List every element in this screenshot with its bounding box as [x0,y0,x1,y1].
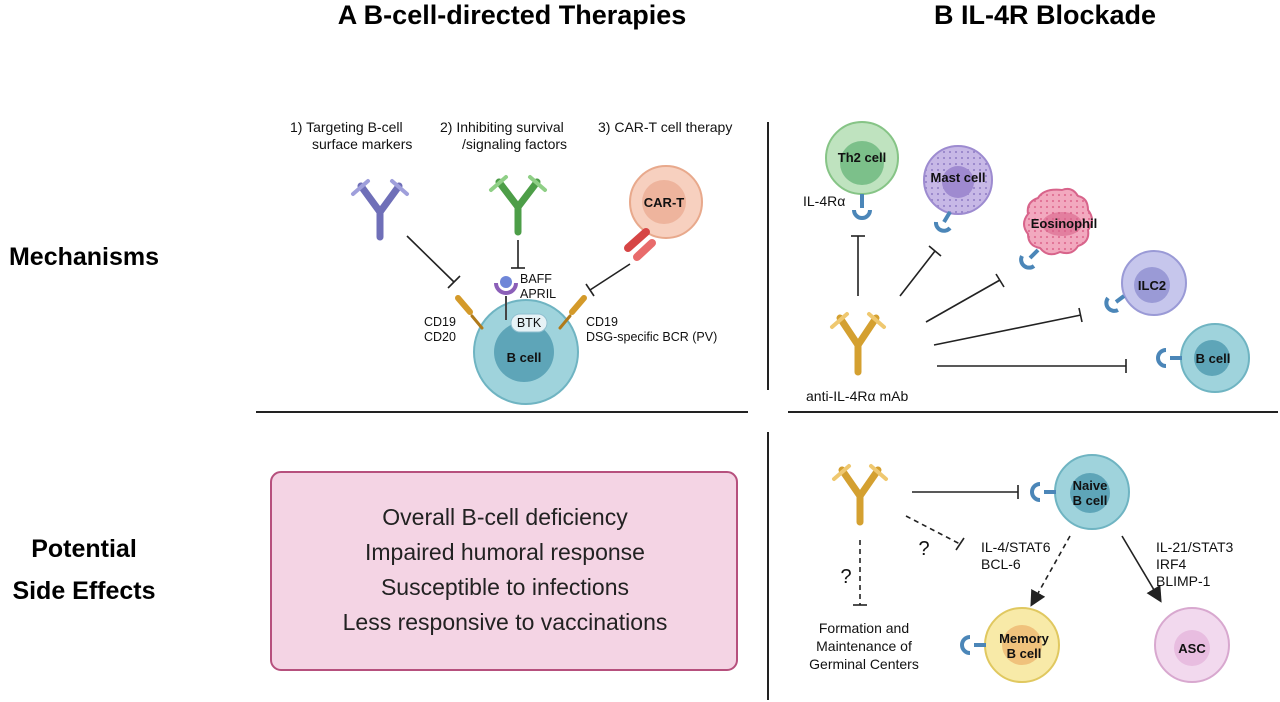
side-effect-item: Less responsive to vaccinations [343,609,668,635]
car-receptor-icon [624,228,656,261]
th2-cell-label: Th2 cell [838,150,886,165]
anti-il4ra-antibody-icon-bottom [832,464,888,526]
question-mark-2: ? [840,566,851,588]
eosinophil-cell: Eosinophil [1019,187,1097,270]
naive-b-cell-line2: B cell [1073,493,1108,508]
strategy-1-line2: surface markers [312,136,412,152]
strategy-2-line1: 2) Inhibiting survival [440,119,564,135]
car-t-cell: CAR-T [629,165,703,239]
dsg-bcr-label: DSG-specific BCR (PV) [586,330,717,344]
row-label-side-effects-line2: Side Effects [12,577,155,605]
bcl6-label: BCL-6 [981,556,1021,572]
asc-label: ASC [1178,641,1206,656]
il4r-receptor-icon [934,210,952,233]
mast-cell-label: Mast cell [931,170,986,185]
strategy-3-label: 3) CAR-T cell therapy [598,119,732,135]
panel-a-title: A B-cell-directed Therapies [338,0,687,30]
il4r-receptor-icon [1104,294,1126,313]
btk-label: BTK [517,316,542,330]
gc-label-line2: Maintenance of [816,638,912,654]
purple-antibody-icon [351,179,409,241]
pathway-lines-panel-b [853,485,1162,607]
panel-b-title: B IL-4R Blockade [934,0,1156,30]
car-t-label: CAR-T [644,195,684,210]
b-cell-label-b: B cell [1196,351,1231,366]
il4r-receptor-icon [1030,482,1056,502]
naive-b-cell-line1: Naive [1073,478,1108,493]
ilc2-cell: ILC2 [1104,250,1187,316]
baff-receptor-icon [494,276,518,320]
antibody-label: anti-IL-4Rα mAb [806,388,908,404]
cd19-right-label: CD19 [586,315,618,329]
mast-cell: Mast cell [923,145,993,233]
april-label: APRIL [520,287,556,301]
side-effect-item: Overall B-cell deficiency [382,504,628,530]
eosinophil-label: Eosinophil [1031,216,1097,231]
row-label-side-effects-line1: Potential [31,535,137,563]
green-antibody-icon [489,175,547,236]
side-effect-item: Impaired humoral response [365,539,645,565]
b-cell-label-a: B cell [507,350,542,365]
il4-stat6-label: IL-4/STAT6 [981,539,1051,555]
memory-b-cell: Memory B cell [960,607,1060,683]
memory-b-cell-line2: B cell [1007,646,1042,661]
irf4-label: IRF4 [1156,556,1187,572]
cd20-label: CD20 [424,330,456,344]
baff-label: BAFF [520,272,552,286]
th2-cell: Th2 cell [825,121,899,220]
cd19-receptor-left-icon [455,295,484,330]
anti-il4ra-antibody-icon [830,312,886,376]
asc-cell: ASC [1154,607,1230,683]
ilc2-label: ILC2 [1138,278,1166,293]
strategy-1-line1: 1) Targeting B-cell [290,119,403,135]
il4r-receptor-icon [1156,348,1182,368]
il4r-receptor-icon [960,635,986,655]
blimp1-label: BLIMP-1 [1156,573,1211,589]
il21-stat3-label: IL-21/STAT3 [1156,539,1234,555]
cd19-receptor-right-icon [558,295,587,330]
b-cell-panel-a: B cell BTK [473,299,579,405]
gc-label-line1: Formation and [819,620,909,636]
side-effect-item: Susceptible to infections [381,574,629,600]
gc-label-line3: Germinal Centers [809,656,919,672]
il4r-receptor-icon [1019,248,1040,270]
memory-b-cell-line1: Memory [999,631,1050,646]
b-cell-panel-b: B cell [1156,323,1250,393]
row-label-mechanisms: Mechanisms [9,243,159,271]
question-mark-1: ? [918,538,929,560]
side-effects-box [270,471,738,671]
il4r-receptor-icon [852,194,872,220]
il4ra-label: IL-4Rα [803,193,845,209]
inhibition-lines-panel-b [851,235,1127,373]
strategy-2-line2: /signaling factors [462,136,567,152]
cd19-left-label: CD19 [424,315,456,329]
inhibition-lines-panel-a [406,235,631,297]
naive-b-cell: Naive B cell [1030,454,1130,530]
